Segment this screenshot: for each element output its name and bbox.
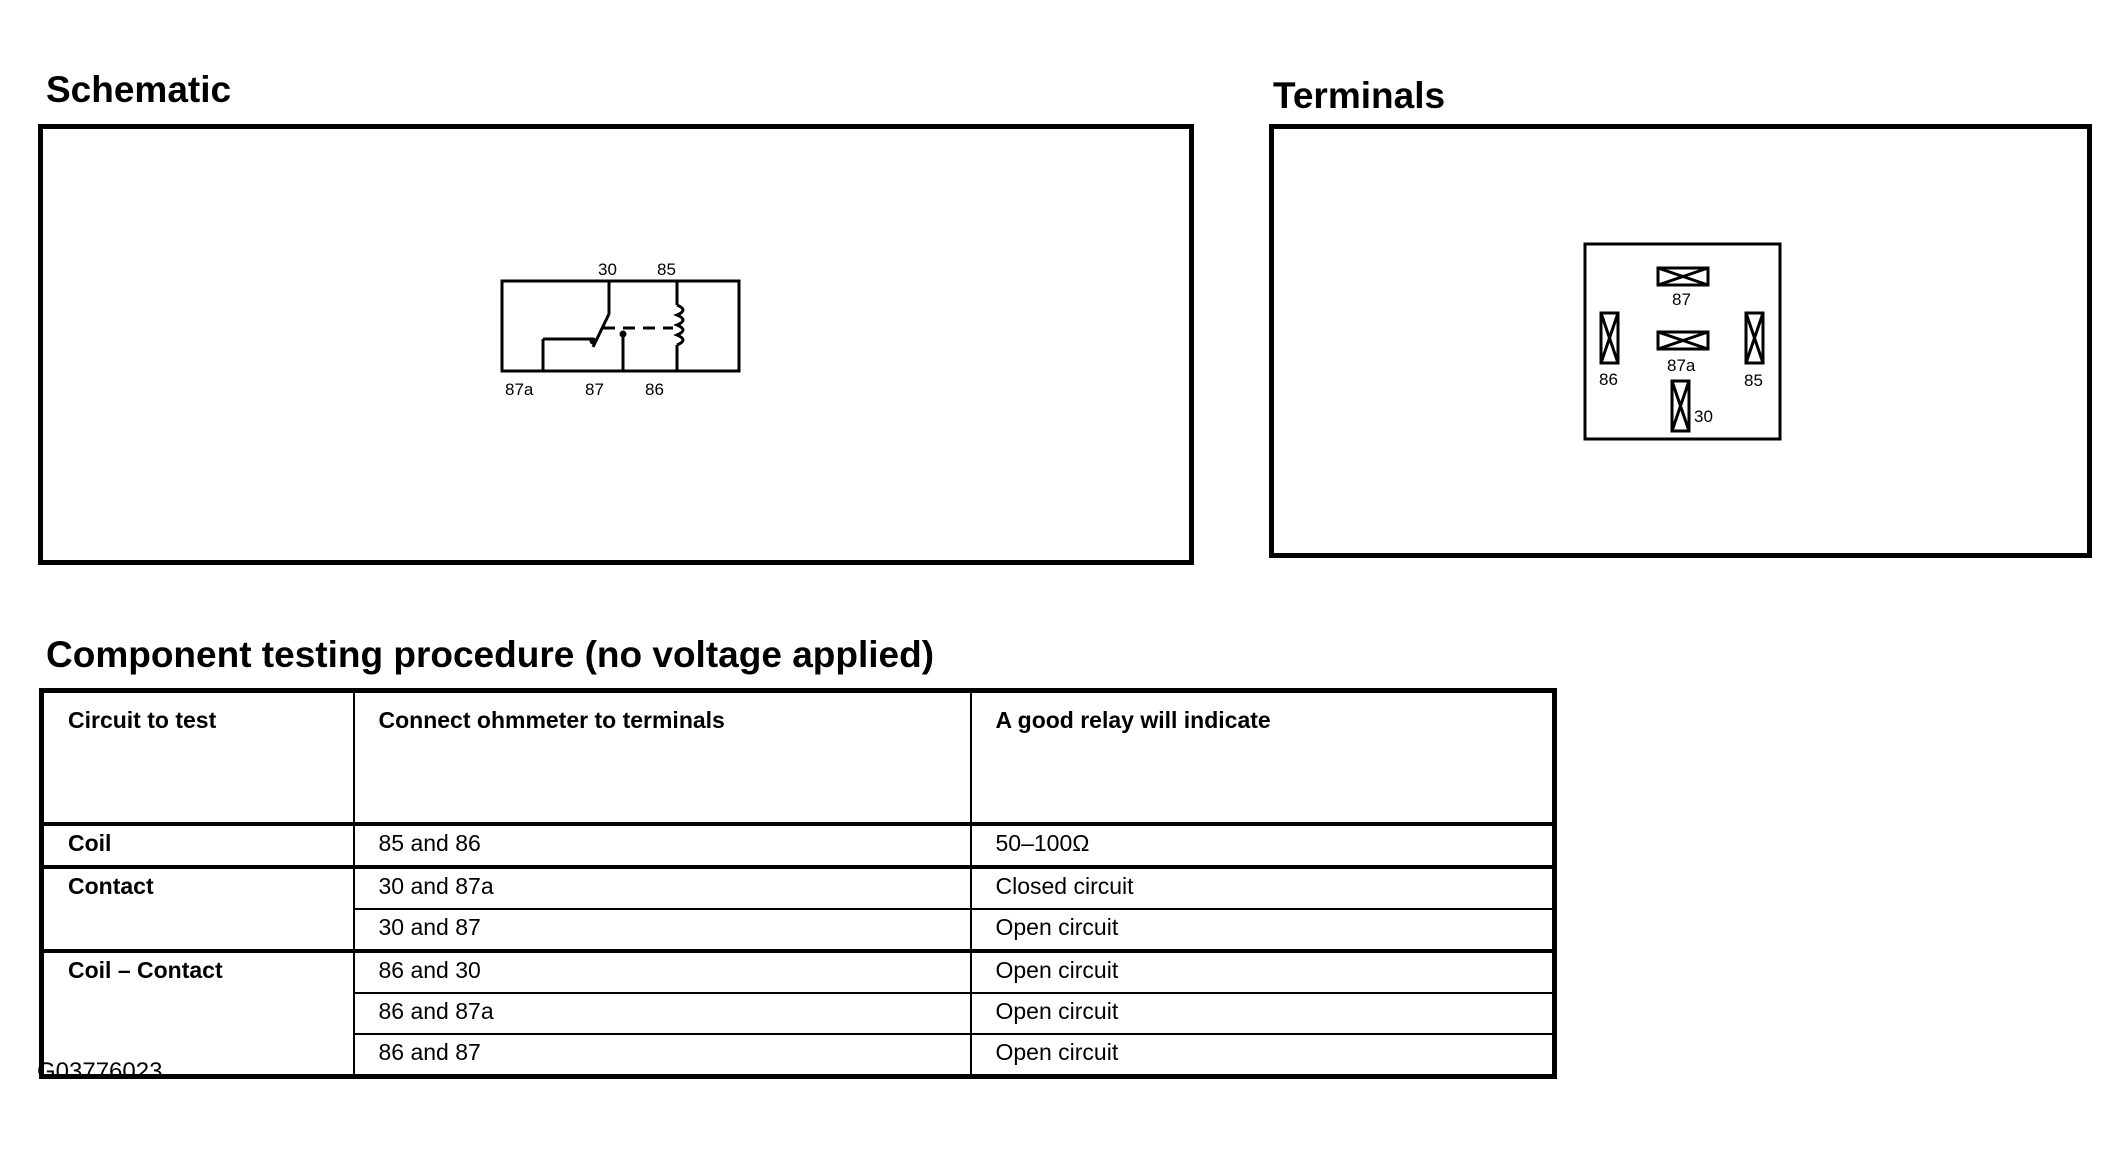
result-cell: 50–100Ω xyxy=(969,822,1556,868)
relay-terminals-diagram: 87 87a 86 85 30 xyxy=(1583,242,1782,441)
testing-procedure-table: Circuit to test Connect ohmmeter to term… xyxy=(39,688,1557,1079)
table-row: 86 and 87 Open circuit xyxy=(42,1033,1556,1078)
terminal-label-30: 30 xyxy=(1694,407,1713,426)
result-cell: Closed circuit xyxy=(969,865,1556,910)
terminals-cell: 86 and 30 xyxy=(352,949,972,994)
pin-85-icon xyxy=(1744,311,1765,365)
schematic-label-30: 30 xyxy=(598,260,617,279)
schematic-label-87: 87 xyxy=(585,380,604,399)
schematic-label-85: 85 xyxy=(657,260,676,279)
relay-coil xyxy=(673,303,685,347)
table-row: 86 and 87a Open circuit xyxy=(42,992,1556,1035)
pin-30-icon xyxy=(1670,379,1691,433)
contact-point-87a xyxy=(589,337,597,345)
terminals-panel: 87 87a 86 85 30 xyxy=(1269,124,2092,558)
result-cell: Open circuit xyxy=(969,908,1556,952)
schematic-label-87a: 87a xyxy=(505,380,534,399)
relay-schematic-diagram: 30 85 87a 87 86 xyxy=(500,260,741,399)
relay-housing-outline xyxy=(500,279,741,373)
terminals-cell: 85 and 86 xyxy=(352,822,972,868)
terminal-label-86: 86 xyxy=(1599,370,1618,389)
circuit-cell: Contact xyxy=(40,865,355,952)
terminals-cell: 30 and 87 xyxy=(352,908,972,952)
contact-point-87 xyxy=(619,330,627,338)
procedure-title: Component testing procedure (no voltage … xyxy=(46,634,935,675)
terminals-title: Terminals xyxy=(1273,75,1446,116)
table-row: 30 and 87 Open circuit xyxy=(42,908,1556,952)
schematic-panel: 30 85 87a 87 86 xyxy=(38,124,1194,565)
pin-87-icon xyxy=(1656,266,1710,287)
schematic-label-86: 86 xyxy=(645,380,664,399)
table-row: Contact 30 and 87a Closed circuit xyxy=(40,865,1556,952)
terminals-cell: 86 and 87 xyxy=(352,1033,972,1078)
terminal-label-87a: 87a xyxy=(1667,356,1696,375)
table-row: Coil 85 and 86 50–100Ω xyxy=(40,822,1556,868)
result-cell: Open circuit xyxy=(969,949,1556,994)
header-connect: Connect ohmmeter to terminals xyxy=(352,689,972,825)
table-header-row: Circuit to test Connect ohmmeter to term… xyxy=(40,689,1556,825)
circuit-cell: Coil – Contact xyxy=(40,949,355,1078)
relay-base-outline xyxy=(1583,242,1782,441)
terminal-label-85: 85 xyxy=(1744,371,1763,390)
schematic-title: Schematic xyxy=(46,69,232,110)
pin-86-icon xyxy=(1599,311,1620,365)
pin-87a-icon xyxy=(1656,330,1710,351)
terminal-label-87: 87 xyxy=(1672,290,1691,309)
terminals-cell: 86 and 87a xyxy=(352,992,972,1035)
terminals-cell: 30 and 87a xyxy=(352,865,972,910)
circuit-cell: Coil xyxy=(40,822,355,868)
result-cell: Open circuit xyxy=(969,1033,1556,1078)
header-result: A good relay will indicate xyxy=(969,689,1556,825)
header-circuit: Circuit to test xyxy=(40,689,355,825)
figure-id: G03776023 xyxy=(37,1058,163,1085)
table-row: Coil – Contact 86 and 30 Open circuit xyxy=(40,949,1556,1078)
result-cell: Open circuit xyxy=(969,992,1556,1035)
